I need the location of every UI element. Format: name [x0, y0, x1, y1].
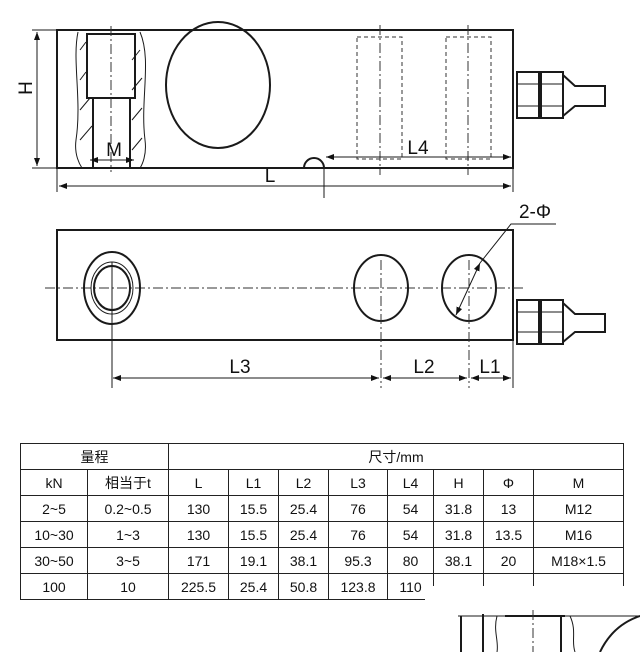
dimensions-group-header: 尺寸/mm — [168, 443, 624, 470]
cable-connector — [516, 71, 606, 119]
table-cell: 25.4 — [278, 521, 329, 548]
column-header: L1 — [228, 469, 279, 496]
beam-body-side — [56, 29, 514, 169]
table-cell: 25.4 — [278, 495, 329, 522]
table-cell: 15.5 — [228, 495, 279, 522]
table-cell: 13.5 — [483, 521, 534, 548]
table-cell: 3~5 — [87, 547, 169, 574]
table-cell: 130 — [168, 521, 229, 548]
column-header: H — [433, 469, 484, 496]
table-cell: 25.4 — [228, 573, 279, 600]
table-cell: M18×1.5 — [533, 547, 624, 574]
beam-body-top — [56, 229, 514, 341]
column-header: Φ — [483, 469, 534, 496]
table-cell: 10 — [87, 573, 169, 600]
hole-diameter-label: 2-Φ — [519, 202, 551, 223]
strain-gauge-pocket — [165, 21, 271, 149]
table-cell: 10~30 — [20, 521, 88, 548]
overlapping-image-fragment — [425, 586, 640, 652]
column-header: kN — [20, 469, 88, 496]
h-label: H — [16, 81, 37, 95]
table-cell: 1~3 — [87, 521, 169, 548]
table-cell: 76 — [328, 495, 388, 522]
table-cell: 31.8 — [433, 521, 484, 548]
table-cell: 19.1 — [228, 547, 279, 574]
specifications-table: 量程 尺寸/mm kN 相当于t L L1 L2 L3 L4 H Φ M 2~5… — [20, 443, 624, 600]
table-cell: 50.8 — [278, 573, 329, 600]
table-cell: 95.3 — [328, 547, 388, 574]
l4-label: L4 — [407, 138, 429, 159]
table-cell: 80 — [387, 547, 434, 574]
table-cell: 38.1 — [278, 547, 329, 574]
top-view: 2-Φ L3 L2 L1 — [45, 202, 606, 388]
table-column-header-row: kN 相当于t L L1 L2 L3 L4 H Φ M — [20, 469, 624, 496]
table-cell: 31.8 — [433, 495, 484, 522]
table-cell: 38.1 — [433, 547, 484, 574]
table-cell: 76 — [328, 521, 388, 548]
table-cell: M16 — [533, 521, 624, 548]
table-cell: 20 — [483, 547, 534, 574]
column-header: L3 — [328, 469, 388, 496]
l3-label: L3 — [229, 357, 250, 378]
side-view: H M L4 L — [16, 21, 606, 198]
section-break-left — [75, 31, 83, 169]
table-cell: 13 — [483, 495, 534, 522]
range-group-header: 量程 — [20, 443, 169, 470]
cable-connector-2 — [516, 299, 606, 345]
table-cell: 100 — [20, 573, 88, 600]
l2-label: L2 — [413, 357, 434, 378]
table-group-header-row: 量程 尺寸/mm — [20, 443, 624, 470]
table-cell: 2~5 — [20, 495, 88, 522]
l-label: L — [265, 166, 276, 187]
technical-drawing: H M L4 L 2-Φ L3 L2 L — [16, 21, 606, 388]
table-cell: 171 — [168, 547, 229, 574]
table-cell: 0.2~0.5 — [87, 495, 169, 522]
table-cell: 225.5 — [168, 573, 229, 600]
table-cell: 123.8 — [328, 573, 388, 600]
table-cell: 130 — [168, 495, 229, 522]
section-break-right — [139, 31, 147, 169]
column-header: L2 — [278, 469, 329, 496]
table-cell: 30~50 — [20, 547, 88, 574]
column-header: L4 — [387, 469, 434, 496]
table-cell: 54 — [387, 495, 434, 522]
table-cell: M12 — [533, 495, 624, 522]
column-header: 相当于t — [87, 469, 169, 496]
column-header: L — [168, 469, 229, 496]
table-cell: 15.5 — [228, 521, 279, 548]
l1-label: L1 — [479, 357, 500, 378]
diameter-leader — [455, 262, 481, 316]
m-label: M — [106, 140, 122, 161]
groove-notch — [303, 157, 325, 169]
column-header: M — [533, 469, 624, 496]
table-cell: 54 — [387, 521, 434, 548]
